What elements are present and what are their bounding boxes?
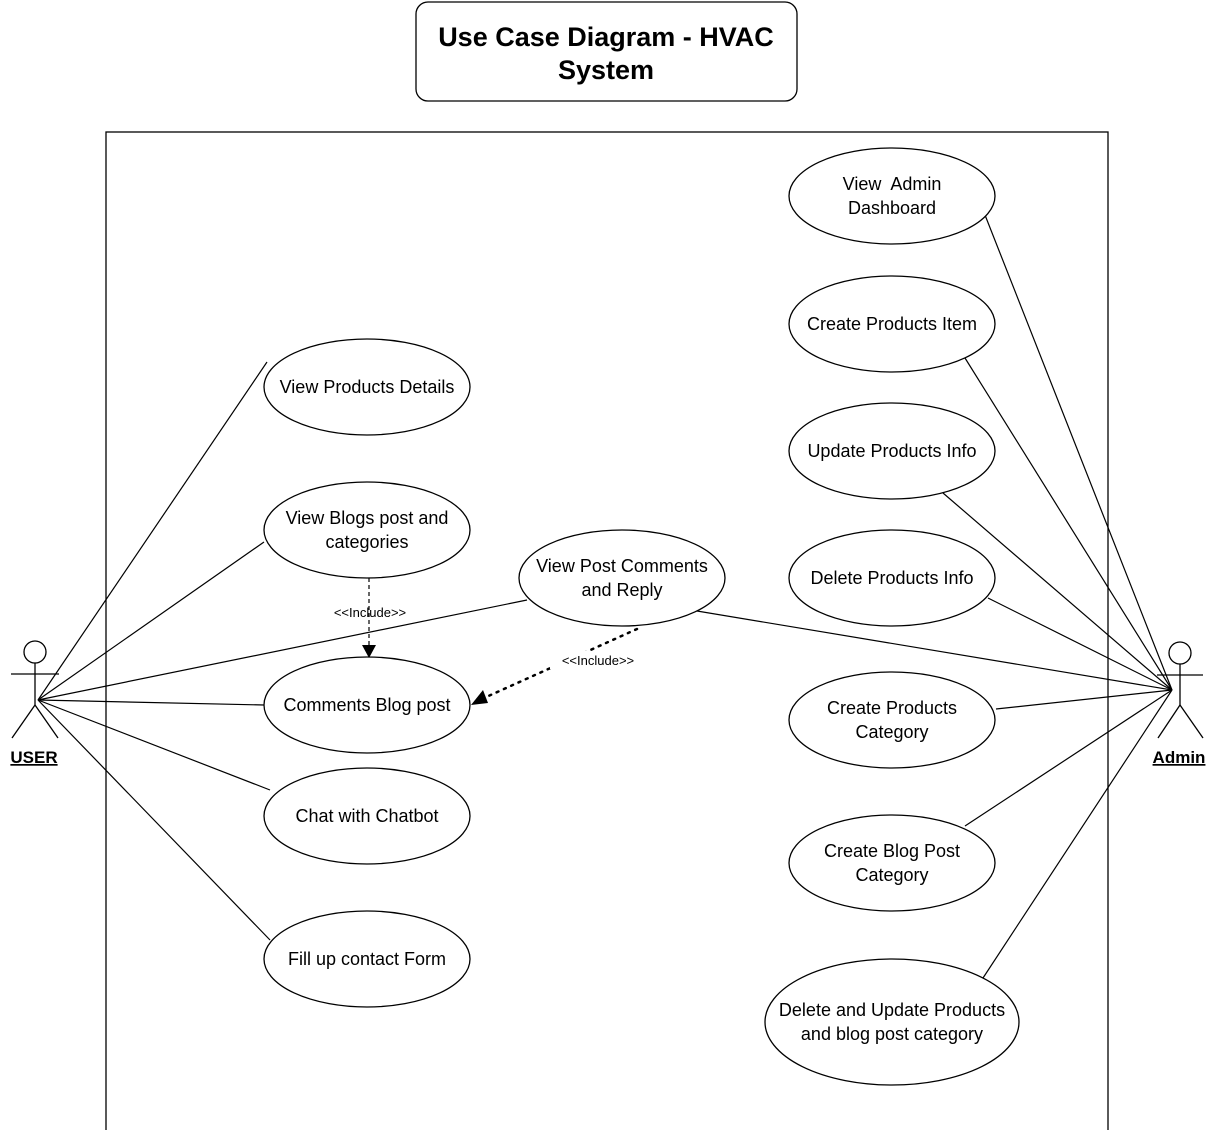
usecase-view-post-comments[interactable] (518, 529, 726, 627)
usecase-label: Create Products Item (807, 314, 977, 334)
include-label-2: <<Include>> (562, 653, 634, 668)
usecase-label: Comments Blog post (283, 695, 450, 715)
title-line-2: System (558, 55, 654, 85)
usecase-label: Category (855, 865, 928, 885)
system-boundary (105, 131, 1109, 1130)
usecase-label: View Admin (843, 174, 942, 194)
usecase-label: View Products Details (280, 377, 455, 397)
usecase-label: Update Products Info (807, 441, 976, 461)
usecase-view-products-details[interactable] (263, 338, 471, 436)
actor-user-leg-right (34, 704, 59, 739)
title-line-1: Use Case Diagram - HVAC (438, 22, 774, 52)
usecase-view-admin-dashboard[interactable] (788, 147, 996, 245)
include-arrow-1 (362, 645, 376, 658)
usecase-create-blog-post-category[interactable] (788, 814, 996, 912)
usecase-label: Fill up contact Form (288, 949, 446, 969)
usecase-label: and Reply (581, 580, 662, 600)
actor-admin-label: Admin (1153, 748, 1206, 767)
usecase-update-products-info[interactable] (788, 402, 996, 500)
usecase-create-products-item[interactable] (788, 275, 996, 373)
usecase-delete-update-categories[interactable] (764, 958, 1020, 1086)
user-associations (37, 361, 528, 941)
title-box (415, 1, 798, 102)
actor-user-label: USER (10, 748, 57, 767)
actor-admin-head (1168, 641, 1192, 665)
usecase-label: View Blogs post and (286, 508, 449, 528)
usecase-label: Delete Products Info (810, 568, 973, 588)
usecase-delete-products-info[interactable] (788, 529, 996, 627)
usecase-label: Create Blog Post (824, 841, 960, 861)
usecase-label: Category (855, 722, 928, 742)
include-label-2-bg (550, 651, 645, 669)
usecase-label: Chat with Chatbot (295, 806, 438, 826)
include-arrow-2 (471, 690, 488, 705)
usecase-label: Create Products (827, 698, 957, 718)
usecase-create-products-category[interactable] (788, 671, 996, 769)
usecase-label: and blog post category (801, 1024, 983, 1044)
actor-user[interactable] (11, 640, 59, 739)
actor-admin[interactable] (1157, 641, 1204, 739)
usecase-fill-contact-form[interactable] (263, 910, 471, 1008)
usecase-label: View Post Comments (536, 556, 708, 576)
usecase-label: Delete and Update Products (779, 1000, 1005, 1020)
usecase-label: Dashboard (848, 198, 936, 218)
actor-user-leg-left (11, 704, 36, 739)
usecase-view-blogs-post[interactable] (263, 481, 471, 579)
usecase-chat-with-chatbot[interactable] (263, 767, 471, 865)
include-label-1: <<Include>> (334, 605, 406, 620)
actor-user-head (23, 640, 47, 664)
actor-admin-leg-right (1179, 704, 1204, 739)
usecase-comments-blog-post[interactable] (263, 656, 471, 754)
usecase-label: categories (325, 532, 408, 552)
admin-associations (696, 214, 1173, 979)
actor-admin-leg-left (1157, 704, 1181, 739)
